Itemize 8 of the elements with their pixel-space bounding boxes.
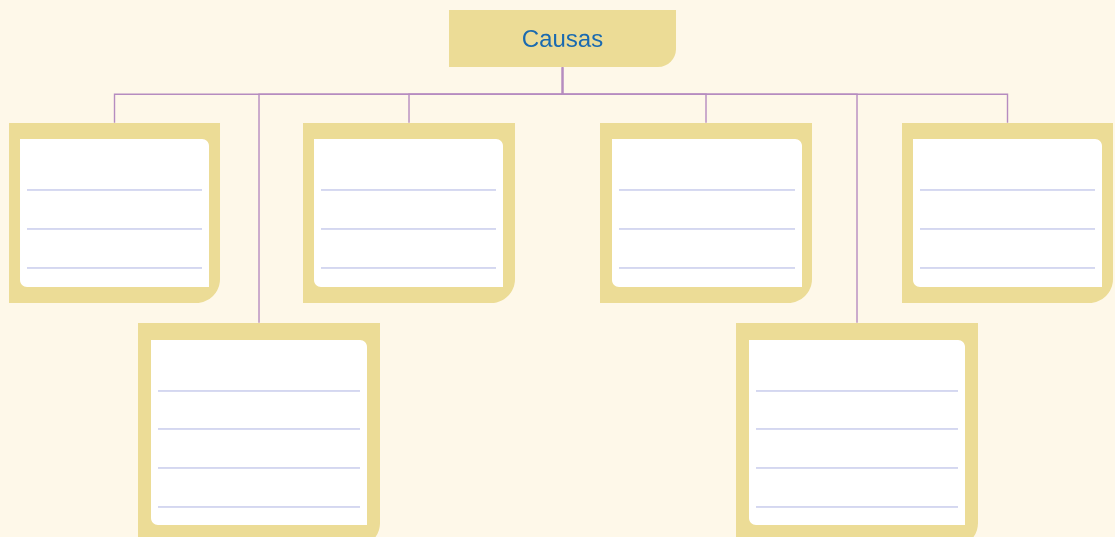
- answer-box: [9, 123, 220, 303]
- answer-box: [736, 323, 978, 537]
- answer-box: [303, 123, 515, 303]
- connector-line: [561, 66, 858, 324]
- answer-box: [600, 123, 812, 303]
- answer-box: [902, 123, 1113, 303]
- title-box: Causas: [449, 10, 676, 67]
- answer-box: [138, 323, 380, 537]
